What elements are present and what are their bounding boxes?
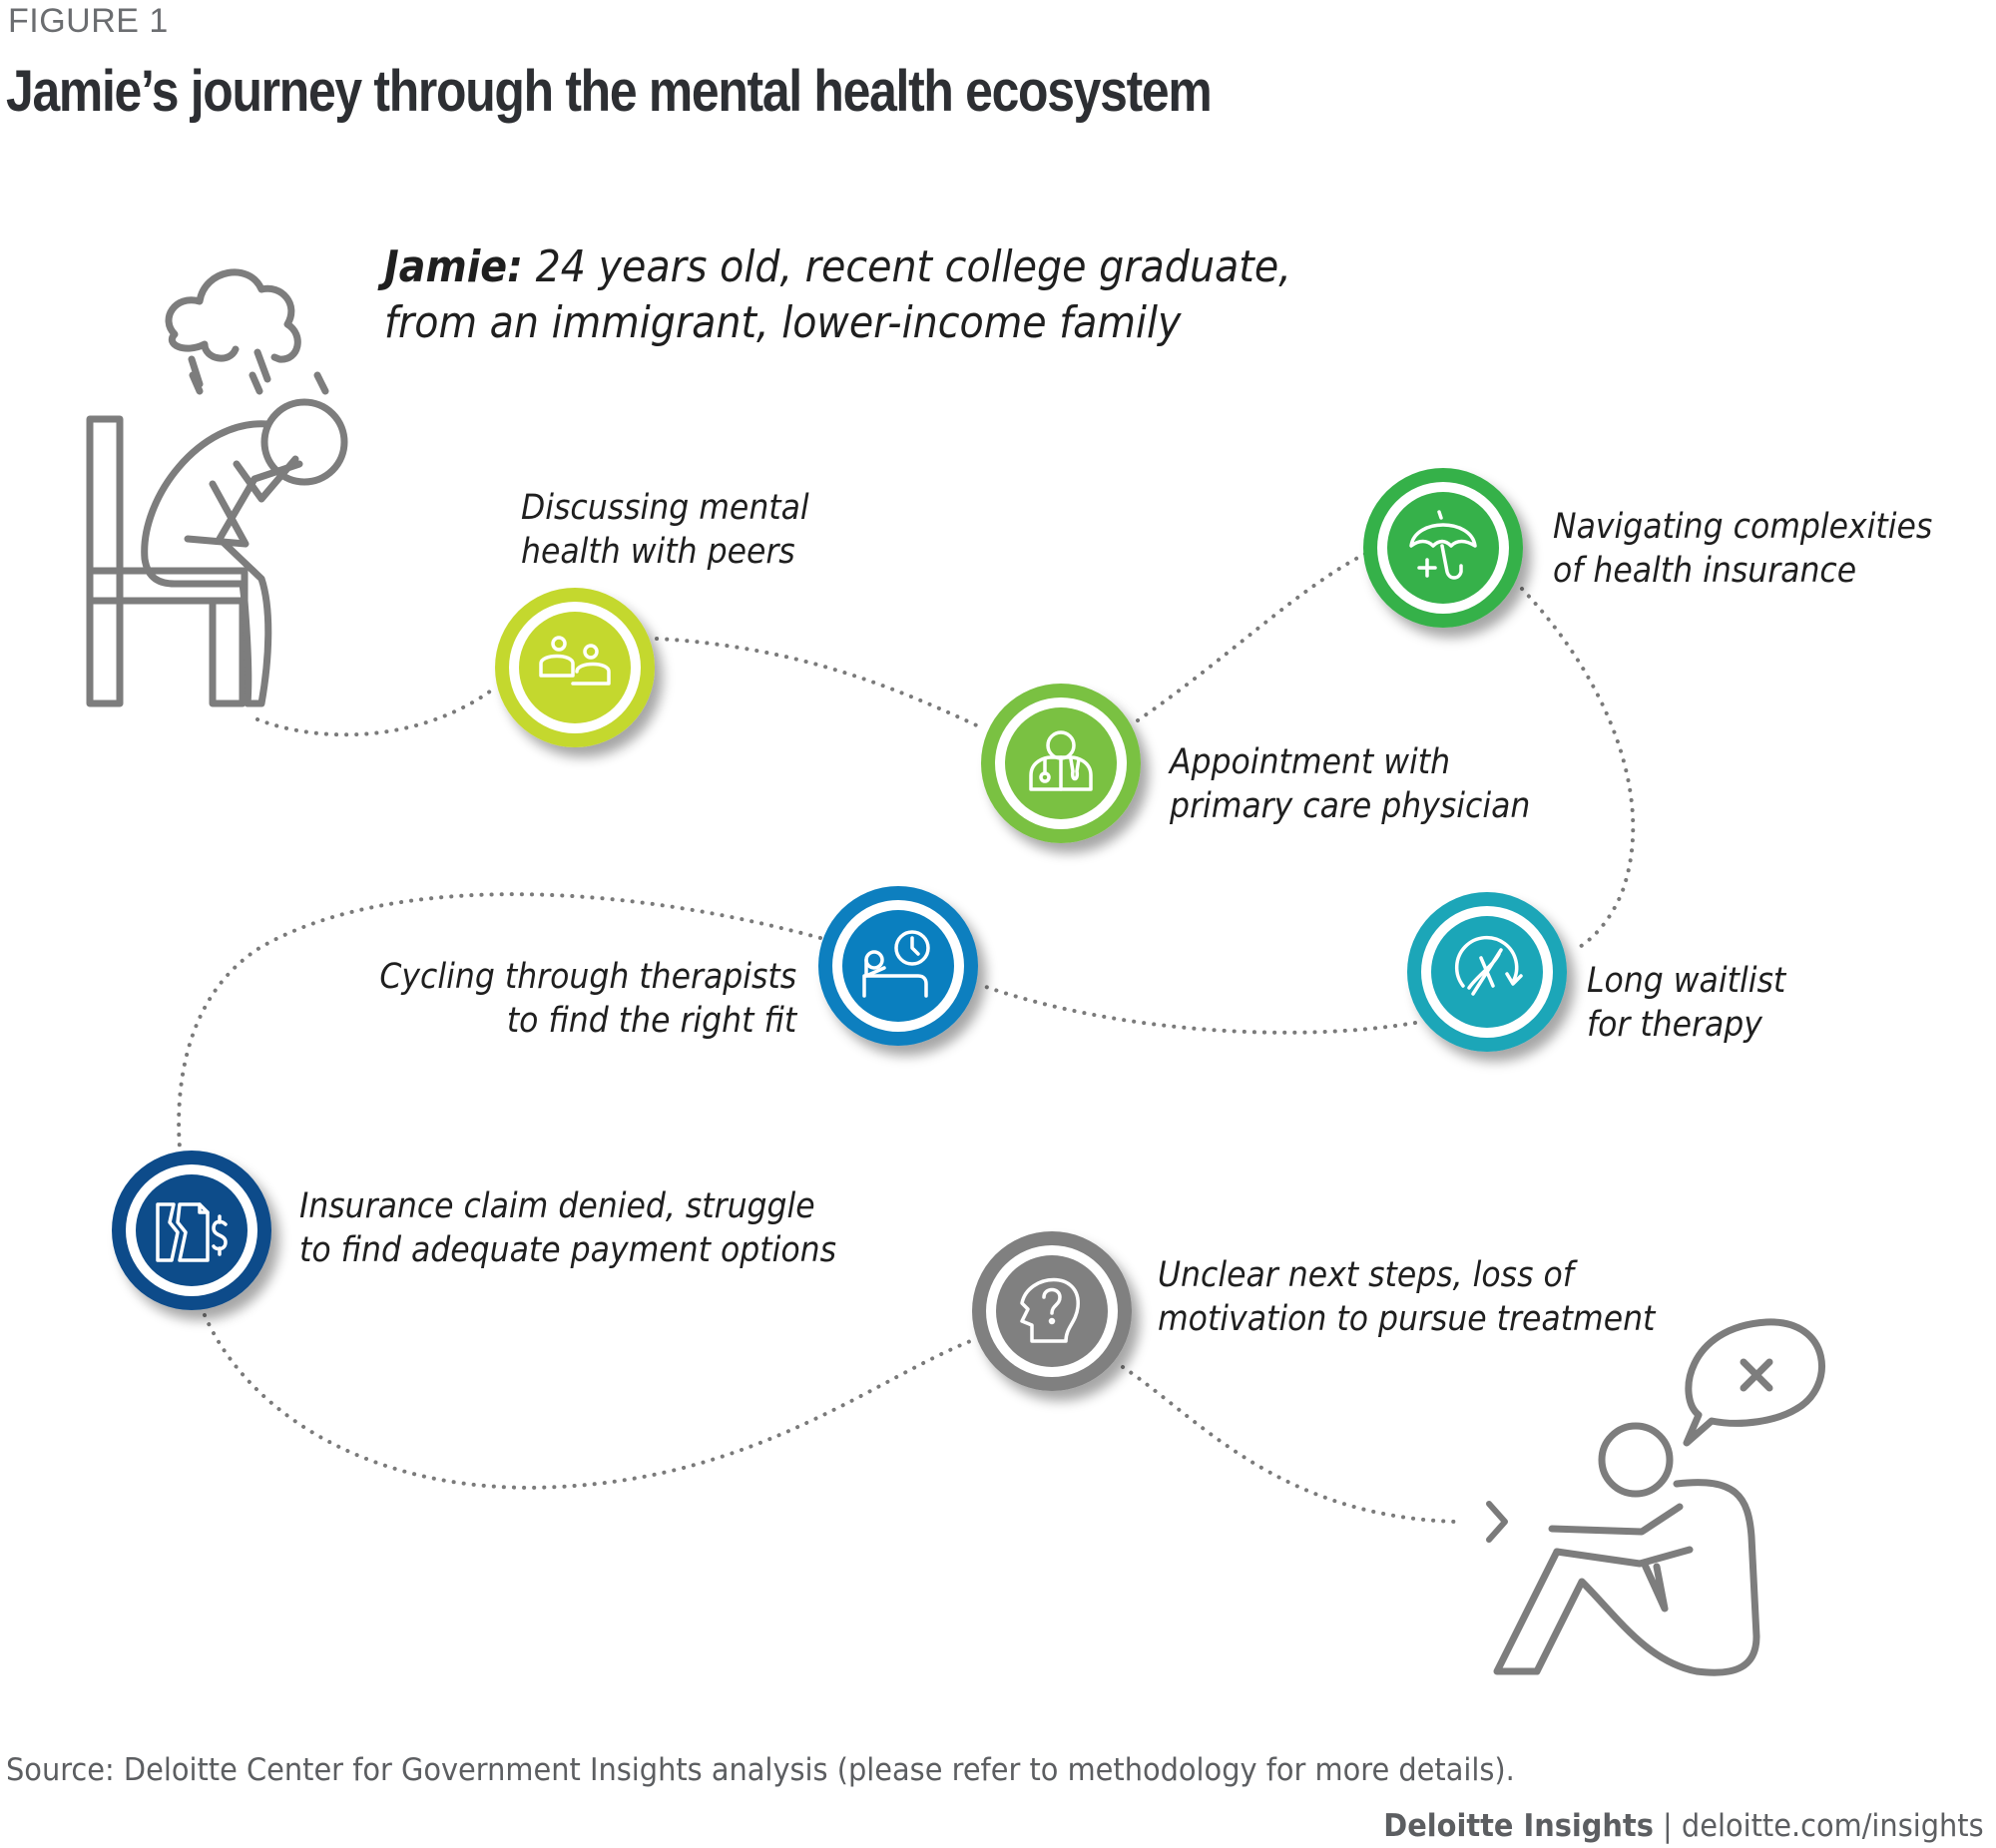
person-sitting-speech-x-icon — [1493, 1318, 1825, 1676]
credit-separator: | — [1654, 1808, 1683, 1844]
step-label-line: motivation to pursue treatment — [1158, 1299, 1656, 1339]
step-label-peers: Discussing mental health with peers — [521, 486, 809, 574]
path-segment-insurance-to-waitlist — [1520, 587, 1636, 952]
step-node-physician — [981, 684, 1141, 843]
patient-clock-icon — [862, 930, 930, 998]
path-segment-start-to-peers — [255, 687, 496, 737]
step-node-insurance — [1363, 468, 1523, 628]
path-segment-unclear-to-end — [1121, 1365, 1459, 1524]
step-label-line: Unclear next steps, loss of — [1158, 1255, 1574, 1295]
step-label-line: of health insurance — [1553, 551, 1857, 591]
step-label-line: health with peers — [521, 532, 795, 572]
step-circle-inner — [519, 612, 631, 723]
step-label-unclear: Unclear next steps, loss of motivation t… — [1158, 1253, 1655, 1341]
footer-credit: Deloitte Insights | deloitte.com/insight… — [1384, 1808, 1984, 1844]
path-segment-peers-to-physician — [655, 637, 985, 730]
step-label-line: Appointment with — [1170, 742, 1451, 782]
umbrella-plus-icon — [1409, 510, 1477, 580]
credit-brand: Deloitte Insights — [1383, 1808, 1655, 1844]
step-label-line: Insurance claim denied, struggle — [299, 1186, 815, 1226]
credit-url[interactable]: deloitte.com/insights — [1682, 1808, 1984, 1844]
step-label-claim: Insurance claim denied, struggle to find… — [299, 1184, 836, 1272]
persona-description: Jamie: 24 years old, recent college grad… — [384, 239, 1291, 351]
sad-person-chair-rain-icon — [86, 268, 348, 707]
journey-path — [177, 552, 1636, 1524]
step-node-waitlist — [1407, 892, 1567, 1052]
step-node-unclear — [972, 1231, 1132, 1391]
doctor-icon — [1029, 730, 1093, 791]
step-node-claim — [112, 1151, 271, 1310]
path-segment-claim-to-unclear — [203, 1313, 975, 1490]
step-label-line: to find adequate payment options — [299, 1230, 837, 1270]
path-end-arrow-icon — [1486, 1501, 1508, 1543]
step-label-therapist: Cycling through therapists to find the r… — [379, 955, 796, 1043]
head-question-icon — [1020, 1277, 1080, 1343]
step-label-line: primary care physician — [1170, 786, 1531, 826]
people-icon — [539, 636, 611, 686]
source-note: Source: Deloitte Center for Government I… — [6, 1752, 1515, 1788]
step-node-therapist — [818, 886, 978, 1046]
step-label-line: Cycling through therapists — [379, 957, 796, 997]
step-label-waitlist: Long waitlist for therapy — [1587, 959, 1785, 1047]
step-label-line: for therapy — [1587, 1005, 1762, 1045]
step-label-insurance: Navigating complexities of health insura… — [1553, 505, 1932, 593]
page-title: Jamie’s journey through the mental healt… — [6, 59, 1213, 124]
persona-name: Jamie: — [384, 241, 523, 292]
figure-label: FIGURE 1 — [8, 2, 169, 40]
step-circle-inner — [842, 910, 954, 1022]
path-segment-waitlist-to-therapist — [981, 984, 1417, 1035]
persona-line-2: from an immigrant, lower-income family — [384, 297, 1182, 348]
step-circle-inner — [136, 1174, 248, 1286]
step-label-physician: Appointment with primary care physician — [1170, 740, 1530, 828]
step-label-line: Navigating complexities — [1553, 507, 1933, 547]
hourglass-cycle-icon — [1455, 935, 1523, 996]
step-label-line: Discussing mental — [521, 488, 809, 528]
step-node-peers — [495, 588, 655, 747]
torn-document-dollar-icon — [156, 1202, 228, 1262]
step-label-line: Long waitlist — [1587, 961, 1786, 1001]
persona-line-1: 24 years old, recent college graduate, — [535, 241, 1291, 292]
step-label-line: to find the right fit — [506, 1001, 796, 1041]
path-segment-physician-to-insurance — [1136, 552, 1367, 722]
